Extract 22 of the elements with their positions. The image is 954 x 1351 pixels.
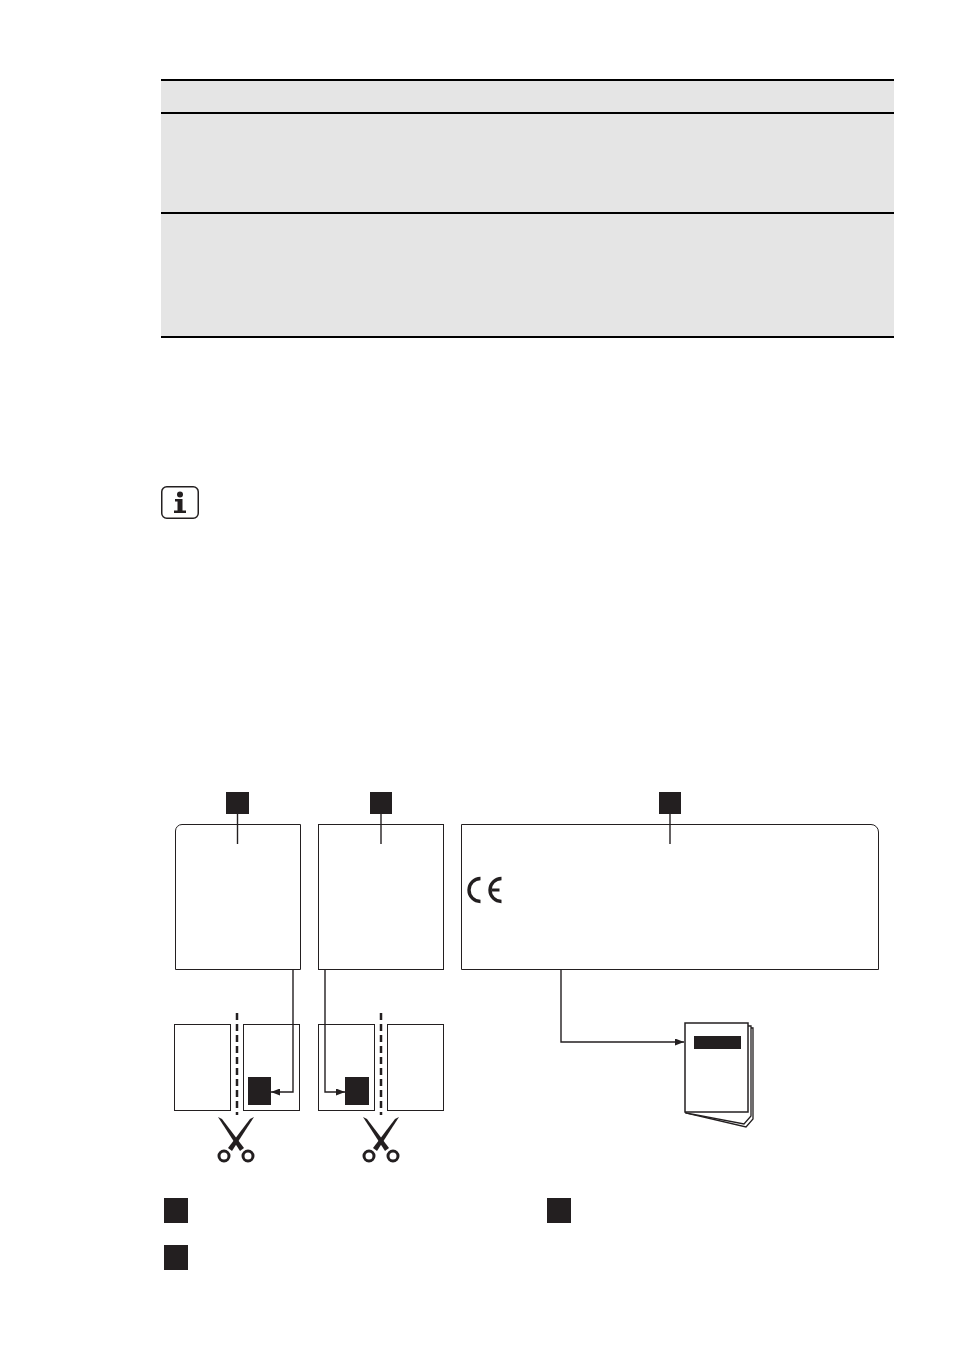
sheet-panel (243, 1024, 300, 1111)
key-marker (164, 1245, 188, 1270)
label-panel (318, 824, 444, 970)
callout-marker (226, 792, 249, 814)
key-marker (547, 1198, 571, 1223)
leader-line (236, 813, 239, 845)
arrow (324, 969, 346, 1096)
label-sticker (248, 1077, 271, 1105)
key-marker (164, 1198, 188, 1223)
callout-marker (370, 792, 392, 814)
sheet-panel (174, 1024, 231, 1111)
arrow (270, 969, 294, 1096)
sheet-panel (387, 1024, 444, 1111)
leader-line (380, 813, 382, 845)
label-panel (175, 824, 301, 970)
label-sticker (345, 1077, 369, 1105)
arrow (560, 969, 685, 1046)
sheet-panel (318, 1024, 375, 1111)
booklet-icon (684, 1022, 755, 1128)
label-panel (461, 824, 879, 970)
leader-line (669, 813, 671, 845)
callout-marker (659, 792, 681, 814)
